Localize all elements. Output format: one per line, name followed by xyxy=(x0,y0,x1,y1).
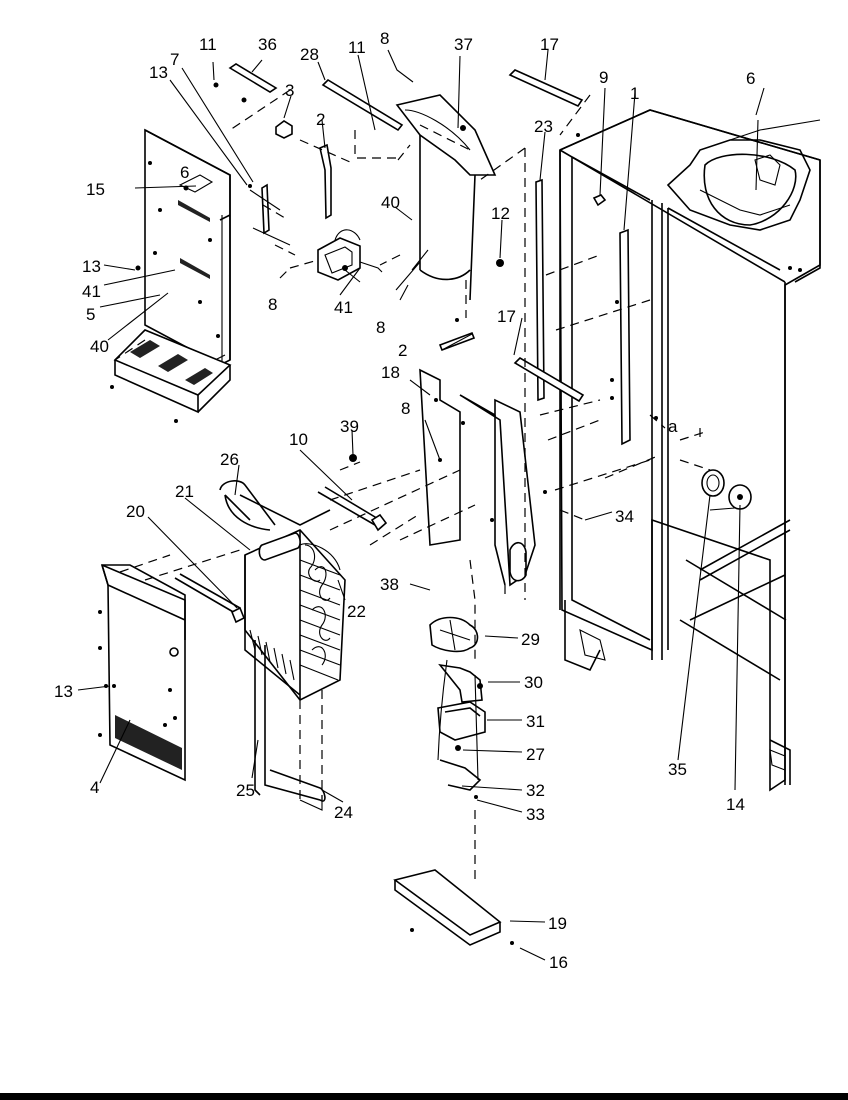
label-37: 37 xyxy=(454,35,473,54)
label-34: 34 xyxy=(615,507,634,526)
part-2-tube-upper xyxy=(319,143,332,220)
label-28: 28 xyxy=(300,45,319,64)
label-13-lower: 13 xyxy=(54,682,73,701)
label-6-right: 6 xyxy=(746,69,755,88)
part-7-bar xyxy=(261,183,270,235)
label-26: 26 xyxy=(220,450,239,469)
label-3: 3 xyxy=(285,81,294,100)
part-12-grommet xyxy=(496,259,504,267)
label-14: 14 xyxy=(726,795,745,814)
label-41-mid: 41 xyxy=(334,298,353,317)
leader-lines xyxy=(77,49,765,961)
label-40-left: 40 xyxy=(90,337,109,356)
part-30-31-fan-motor-bracket xyxy=(437,659,486,799)
label-8-mid: 8 xyxy=(376,318,385,337)
part-labels: 11 36 7 13 3 15 6 13 41 5 40 28 11 8 37 … xyxy=(54,29,755,972)
label-18: 18 xyxy=(381,363,400,382)
label-40-mid: 40 xyxy=(381,193,400,212)
part-10-wire xyxy=(317,486,388,532)
label-8-left: 8 xyxy=(268,295,277,314)
label-19: 19 xyxy=(548,914,567,933)
part-36-bracket xyxy=(213,63,278,103)
label-38: 38 xyxy=(380,575,399,594)
label-22: 22 xyxy=(347,602,366,621)
label-11-upper-left: 11 xyxy=(199,35,217,54)
label-a: a xyxy=(668,417,678,436)
label-2-lower: 2 xyxy=(398,341,407,360)
label-6-left: 6 xyxy=(180,163,189,182)
part-24-drain-shield xyxy=(299,690,323,811)
label-41-left: 41 xyxy=(82,282,101,301)
bottom-border-rule xyxy=(0,1093,848,1100)
part-20-heater xyxy=(174,573,246,624)
part-28-rail xyxy=(321,78,404,132)
assembly-dashed-lines xyxy=(114,89,711,880)
part-23-strip xyxy=(535,178,545,402)
label-25: 25 xyxy=(236,781,255,800)
label-36: 36 xyxy=(258,35,277,54)
label-33: 33 xyxy=(526,805,545,824)
label-20: 20 xyxy=(126,502,145,521)
label-4: 4 xyxy=(90,778,99,797)
part-37-fan-housing xyxy=(395,94,497,322)
part-41-fan-motor xyxy=(317,229,383,283)
label-23: 23 xyxy=(534,117,553,136)
label-31: 31 xyxy=(526,712,545,731)
part-22-evaporator xyxy=(219,480,346,802)
label-12: 12 xyxy=(491,204,510,223)
cabinet-shell xyxy=(559,109,821,792)
part-19-drain-trough xyxy=(393,869,514,946)
label-29: 29 xyxy=(521,630,540,649)
label-24: 24 xyxy=(334,803,353,822)
part-29-fan-blade xyxy=(429,616,479,653)
label-8-top: 8 xyxy=(380,29,389,48)
label-16: 16 xyxy=(549,953,568,972)
part-35-ring xyxy=(701,469,725,497)
part-18-evaporator-cover xyxy=(419,368,547,587)
label-15: 15 xyxy=(86,180,105,199)
label-35: 35 xyxy=(668,760,687,779)
label-8-lower: 8 xyxy=(401,399,410,418)
label-2-upper: 2 xyxy=(316,110,325,129)
part-14-cap xyxy=(709,484,752,511)
part-17-rails xyxy=(508,69,585,403)
label-17-mid: 17 xyxy=(497,307,516,326)
part-9-plug xyxy=(592,194,607,207)
label-9: 9 xyxy=(599,68,608,87)
label-27: 27 xyxy=(526,745,545,764)
label-13-top: 13 xyxy=(149,63,168,82)
label-39: 39 xyxy=(340,417,359,436)
label-7: 7 xyxy=(170,50,179,69)
label-11-mid: 11 xyxy=(348,38,366,57)
label-5: 5 xyxy=(86,305,95,324)
part-1-channel xyxy=(619,228,631,446)
label-17-top: 17 xyxy=(540,35,559,54)
label-32: 32 xyxy=(526,781,545,800)
label-21: 21 xyxy=(175,482,194,501)
part-39-grommet xyxy=(349,454,357,462)
label-1: 1 xyxy=(630,84,639,103)
label-10: 10 xyxy=(289,430,308,449)
part-4-front-cover xyxy=(98,564,186,782)
label-30: 30 xyxy=(524,673,543,692)
part-5-rear-panel xyxy=(110,128,252,423)
label-13-mid: 13 xyxy=(82,257,101,276)
part-3-clip xyxy=(275,120,293,139)
